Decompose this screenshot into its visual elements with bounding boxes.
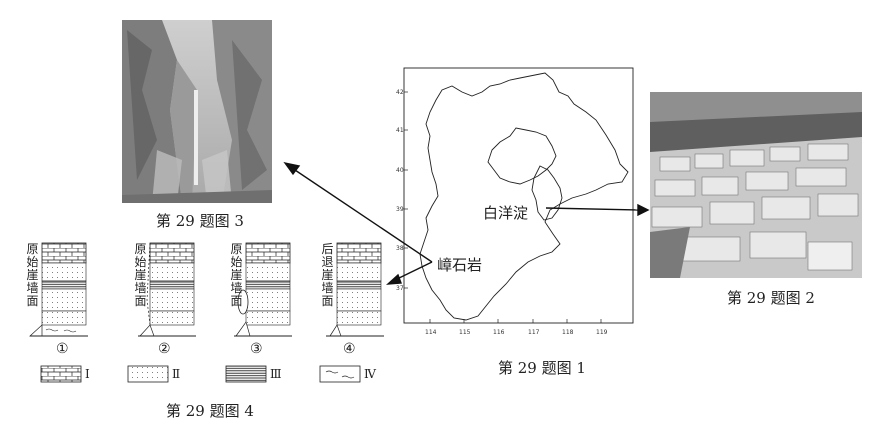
legend-label-2: Ⅱ [172,367,181,381]
lon-tick-119: 119 [596,329,608,336]
column-3-number: ③ [250,341,263,357]
column-2-number: ② [158,341,171,357]
map-frame [403,67,634,324]
legend-label-3: Ⅲ [270,367,282,381]
lat-tick-40: 40 [396,167,404,174]
lon-tick-117: 117 [528,329,540,336]
column-1-number: ① [56,341,69,357]
label-zhangshiyan: 嶂石岩 [436,254,484,275]
column-3-label: 原始崖墙面 [230,242,243,308]
column-3 [234,242,292,337]
baiyangdian-photo [650,92,862,278]
lat-tick-41: 41 [396,127,404,134]
legend-label-4: Ⅳ [364,367,376,381]
lat-tick-42: 42 [396,89,404,96]
lon-tick-115: 115 [459,329,471,336]
lat-tick-37: 37 [396,285,404,292]
cliff-photo [122,20,272,203]
lon-tick-114: 114 [425,329,437,336]
legend-wave-swatch [319,365,361,383]
lon-tick-116: 116 [493,329,505,336]
lon-tick-118: 118 [562,329,574,336]
arrow-to-fig3 [291,167,433,263]
legend-lines-swatch [225,365,267,383]
legend-label-1: Ⅰ [85,367,90,381]
figure-2-caption: 第 29 题图 2 [727,289,815,307]
figure-4-caption: 第 29 题图 4 [166,402,254,420]
figure-3-caption: 第 29 题图 3 [156,212,244,230]
column-2-label: 原始崖墙面 [134,242,147,308]
legend-dots-swatch [127,365,169,383]
lat-tick-38: 38 [396,245,404,252]
column-2 [138,242,196,337]
column-4-number: ④ [343,341,356,357]
figure-1-caption: 第 29 题图 1 [498,359,586,377]
tianjin-outline [531,165,563,221]
lat-tick-39: 39 [396,206,404,213]
column-1 [29,242,88,337]
label-baiyangdian: 白洋淀 [482,202,530,223]
arrow-to-fig2 [545,207,641,211]
column-4-label: 后退崖墙面 [321,242,334,308]
hebei-outline [419,72,629,321]
column-1-label: 原始崖墙面 [26,242,39,308]
legend-brick-swatch [40,365,82,383]
arrow-to-fig4 [394,261,433,281]
column-4 [326,242,384,337]
beijing-outline [487,127,557,185]
